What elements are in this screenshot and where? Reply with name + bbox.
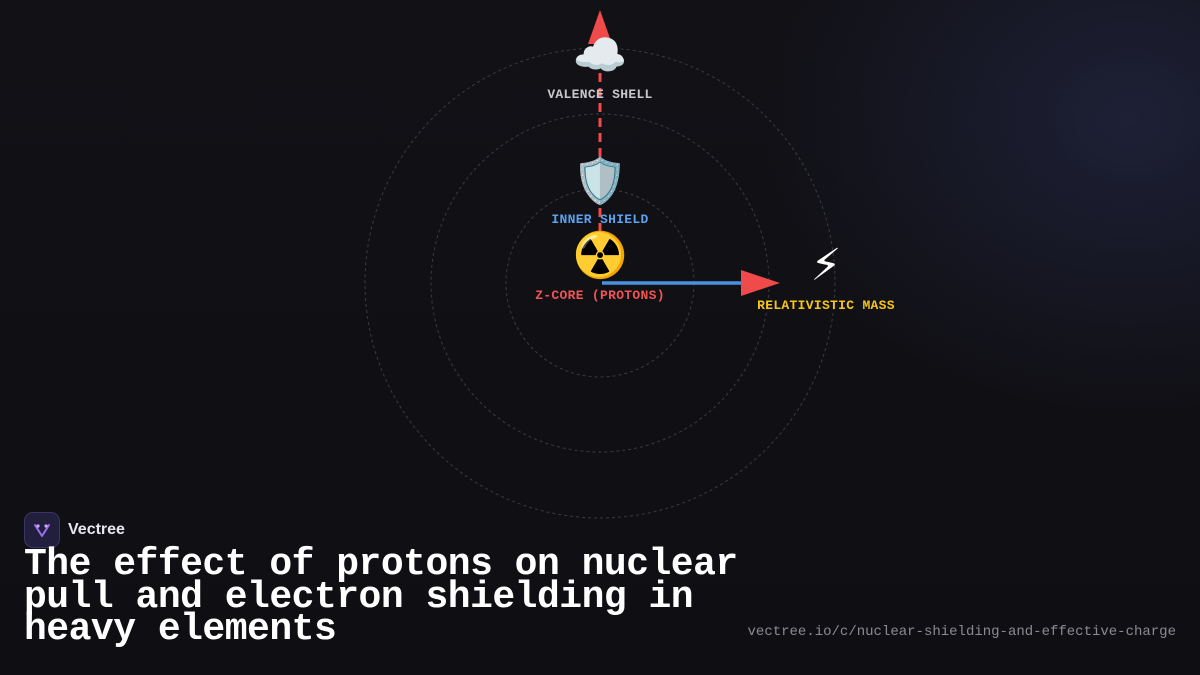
nuclear-pull-arrowhead [588,10,612,44]
brand: Vectree [24,512,125,548]
valence-shell-label: VALENCE SHELL [547,87,653,102]
node-valence-shell: ☁️ VALENCE SHELL [547,30,652,102]
inner-shield-label: INNER SHIELD [551,212,649,227]
vectree-logo-icon [24,512,60,548]
z-core-label: Z-CORE (PROTONS) [535,288,665,303]
lightning-icon: ⚡ [810,240,842,291]
cloud-icon: ☁️ [572,30,628,81]
radioactive-icon: ☢️ [572,230,628,281]
brand-name: Vectree [68,521,125,538]
relativistic-mass-label: RELATIVISTIC MASS [757,298,895,313]
page-title: The effect of protons on nuclear pull an… [24,543,738,651]
node-z-core: ☢️ Z-CORE (PROTONS) [535,230,665,303]
node-relativistic-mass: ⚡ RELATIVISTIC MASS [757,240,895,313]
relativistic-mass-arrowhead [741,270,780,296]
source-url[interactable]: vectree.io/c/nuclear-shielding-and-effec… [747,624,1176,640]
shield-icon: 🛡️ [572,156,628,207]
node-inner-shield: 🛡️ INNER SHIELD [551,156,648,227]
